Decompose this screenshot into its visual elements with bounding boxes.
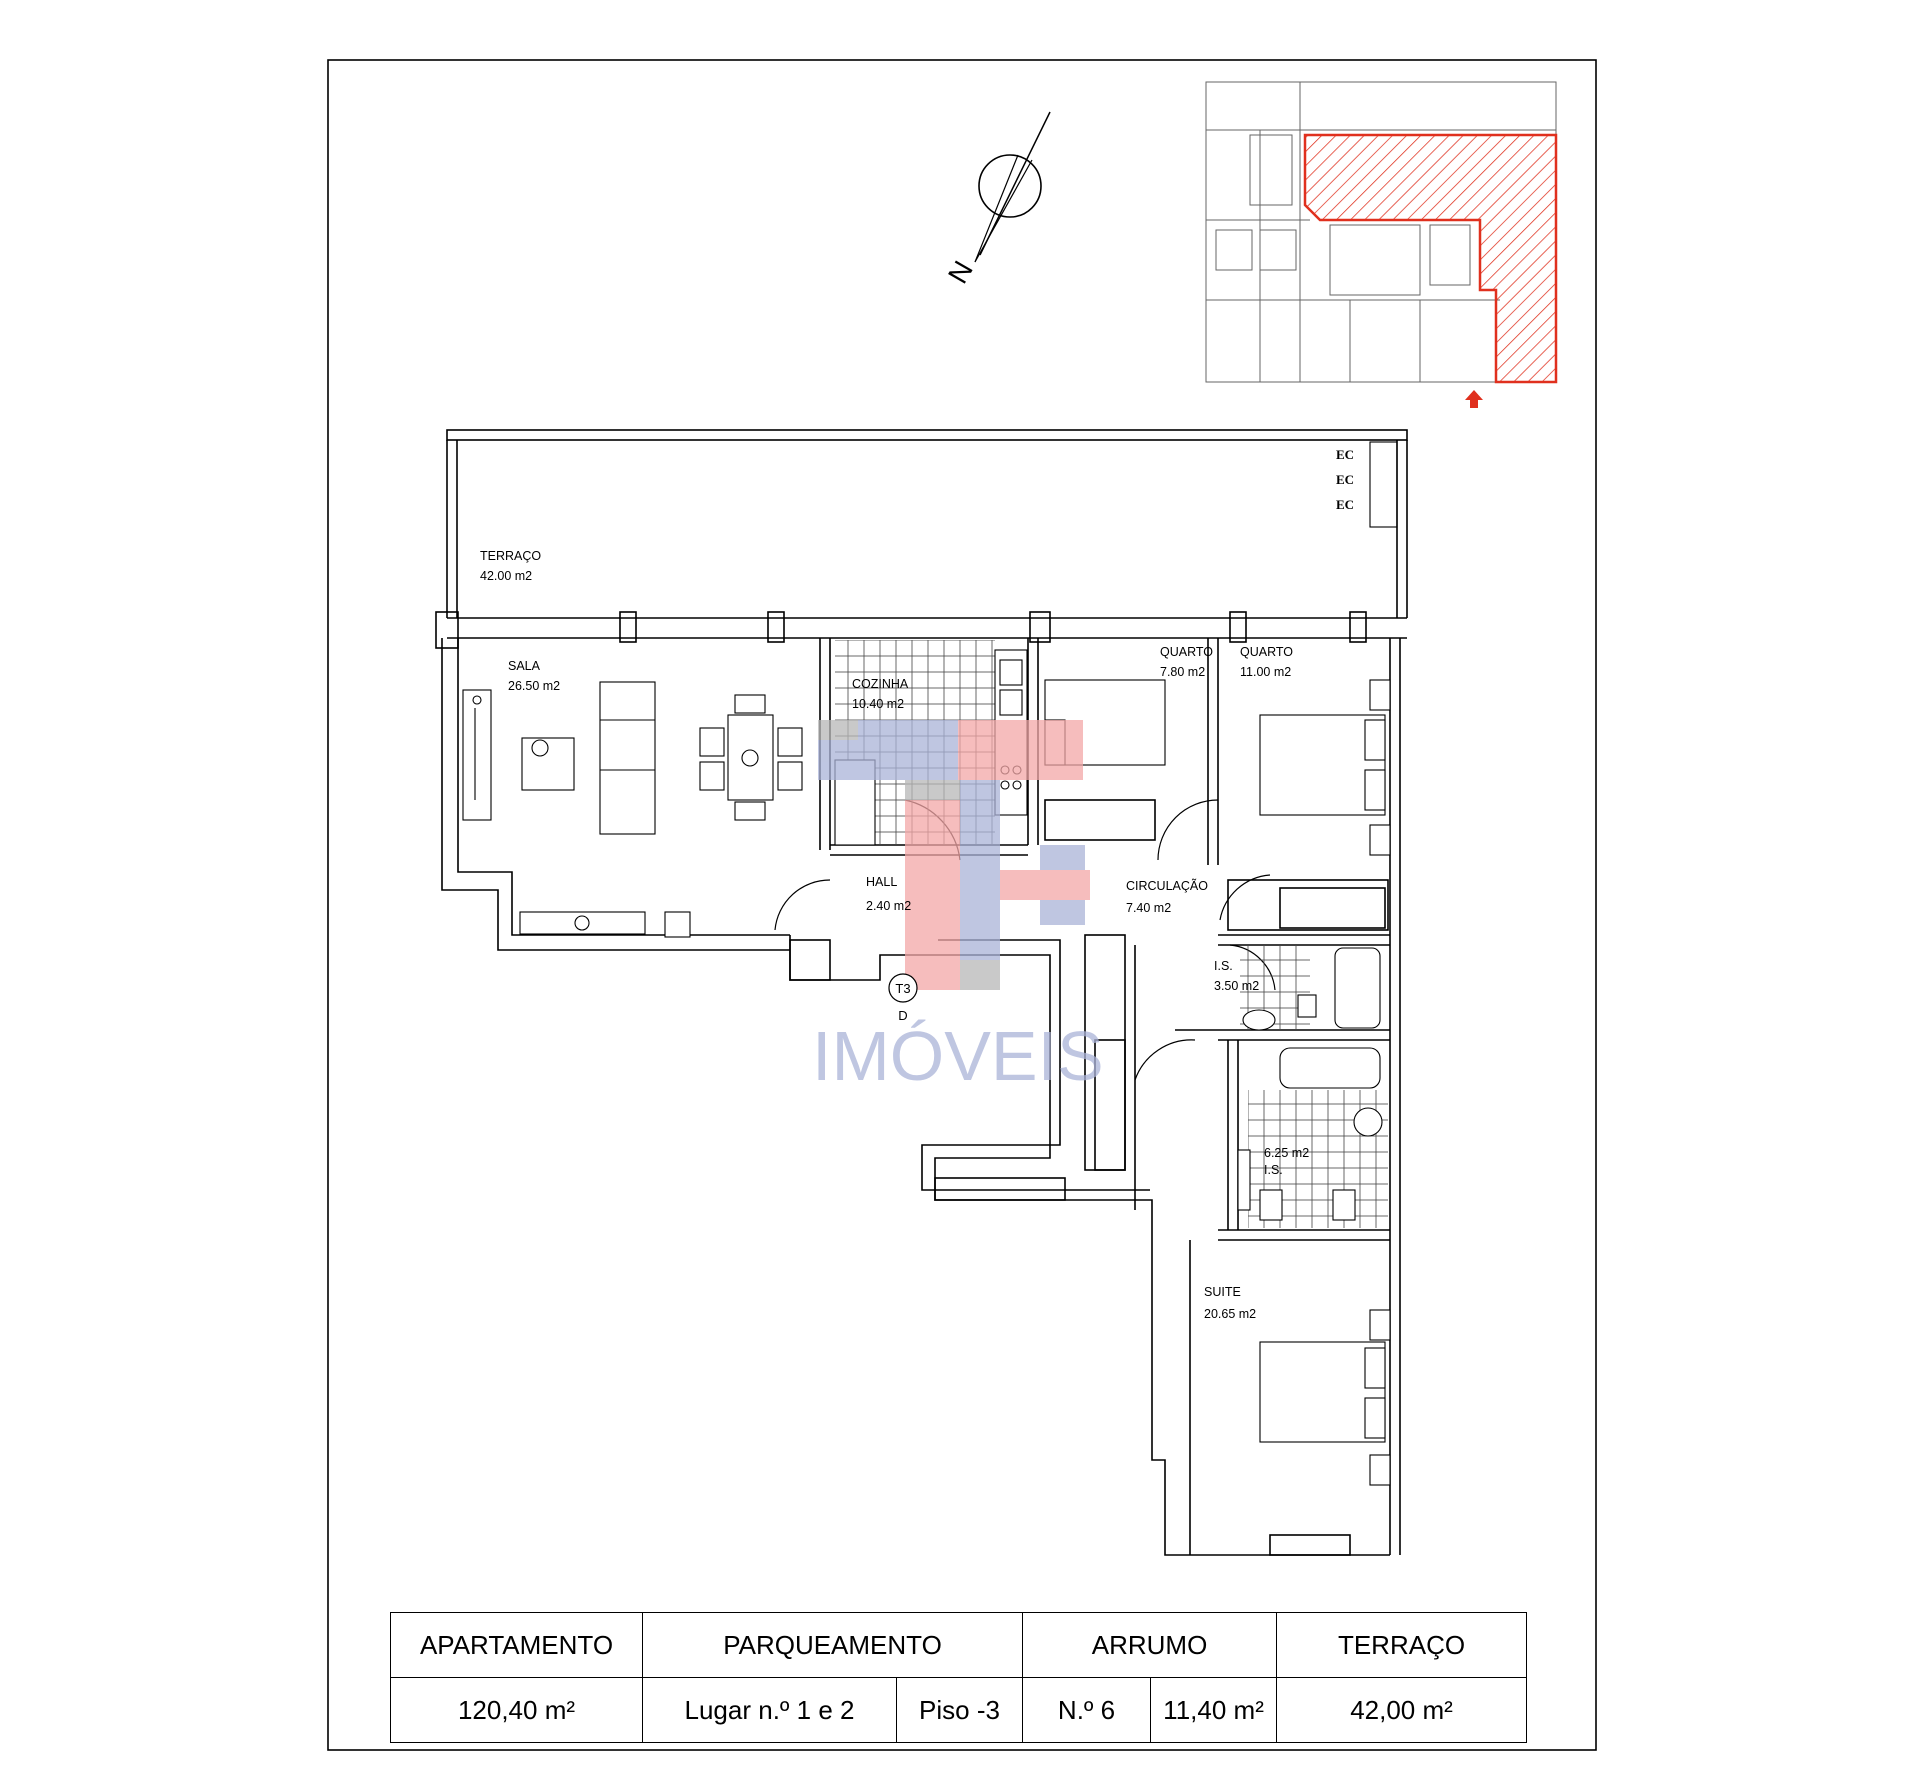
room-labels: TERRAÇO 42.00 m2 SALA 26.50 m2 COZINHA 1… (480, 549, 1309, 1321)
header-parqueamento: PARQUEAMENTO (641, 1612, 1024, 1678)
room-area-is-1: 3.50 m2 (1214, 979, 1259, 993)
unit-tag: T3 D (888, 973, 918, 1023)
room-area-circulacao: 7.40 m2 (1126, 901, 1171, 915)
room-name-cozinha: COZINHA (852, 677, 909, 691)
room-name-quarto-1: QUARTO (1160, 645, 1213, 659)
key-plan-highlight (1303, 133, 1558, 408)
furniture (462, 649, 1391, 1486)
unit-type: T3 (895, 981, 910, 996)
room-area-quarto-2: 11.00 m2 (1240, 665, 1291, 679)
header-terraco: TERRAÇO (1276, 1612, 1528, 1678)
north-label: N (942, 256, 979, 289)
north-arrow: N (942, 111, 1051, 289)
meter-label: EC (1336, 472, 1354, 487)
meter-box: EC EC EC (1336, 441, 1398, 528)
room-area-sala: 26.50 m2 (508, 679, 560, 693)
room-name-suite: SUITE (1204, 1285, 1241, 1299)
room-area-suite: 20.65 m2 (1204, 1307, 1256, 1321)
room-name-hall: HALL (866, 875, 897, 889)
room-name-is-1: I.S. (1214, 959, 1233, 973)
room-area-quarto-1: 7.80 m2 (1160, 665, 1205, 679)
room-name-is-2: I.S. (1264, 1163, 1283, 1177)
entrance-arrow-icon (1465, 390, 1483, 408)
summary-table: APARTAMENTO PARQUEAMENTO ARRUMO TERRAÇO … (390, 1612, 1528, 1743)
storage-number: N.º 6 (1022, 1677, 1152, 1743)
parking-floor: Piso -3 (895, 1677, 1024, 1743)
room-area-cozinha: 10.40 m2 (852, 697, 904, 711)
key-plan (1205, 81, 1557, 383)
room-name-quarto-2: QUARTO (1240, 645, 1293, 659)
room-area-hall: 2.40 m2 (866, 899, 911, 913)
storage-area: 11,40 m² (1150, 1677, 1278, 1743)
room-name-sala: SALA (508, 659, 541, 673)
header-apartamento: APARTAMENTO (390, 1612, 643, 1678)
meter-label: EC (1336, 497, 1354, 512)
apartamento-area: 120,40 m² (390, 1677, 643, 1743)
terraco-area: 42,00 m² (1276, 1677, 1528, 1743)
watermark-logo: IMÓVEIS (812, 720, 1104, 1095)
header-arrumo: ARRUMO (1022, 1612, 1278, 1678)
room-area-is-2: 6.25 m2 (1264, 1146, 1309, 1160)
sheet-border (327, 59, 1597, 1751)
meter-label: EC (1336, 447, 1354, 462)
parking-place: Lugar n.º 1 e 2 (642, 1677, 897, 1743)
room-name-circulacao: CIRCULAÇÃO (1126, 879, 1208, 893)
room-area-terraco: 42.00 m2 (480, 569, 532, 583)
room-name-terraco: TERRAÇO (480, 549, 541, 563)
unit-side: D (898, 1008, 907, 1023)
watermark-text: IMÓVEIS (812, 1017, 1104, 1095)
